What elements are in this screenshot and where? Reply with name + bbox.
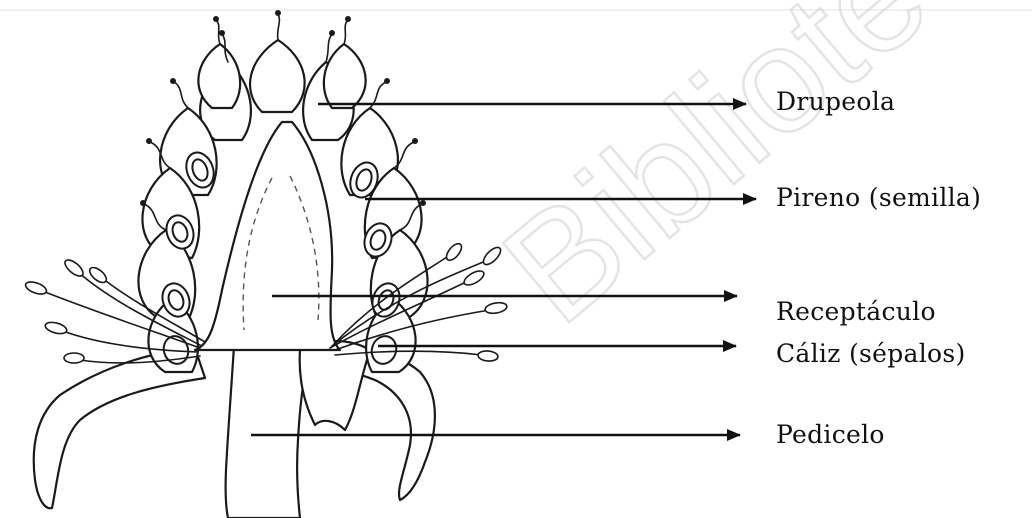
raspberry-illustration	[24, 10, 508, 518]
pedicel-shape	[226, 330, 310, 518]
label-pireno: Pireno (semilla)	[776, 183, 981, 212]
svg-text:Biblioteca: Biblioteca	[473, 0, 1032, 355]
label-receptaculo: Receptáculo	[776, 297, 936, 326]
label-drupeola: Drupeola	[776, 87, 895, 116]
label-caliz: Cáliz (sépalos)	[776, 339, 966, 368]
watermark: Biblioteca	[473, 0, 1032, 355]
label-pedicelo: Pedicelo	[776, 420, 885, 449]
